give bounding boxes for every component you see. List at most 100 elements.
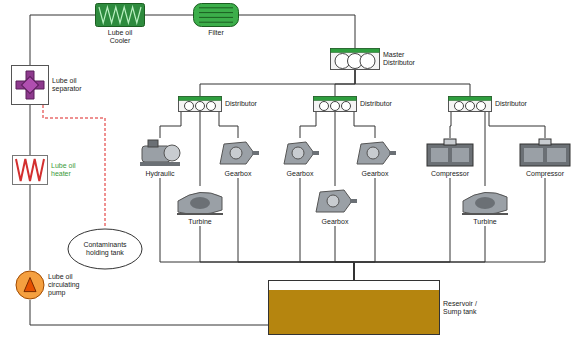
turb-icon	[460, 186, 510, 216]
dist-icon	[330, 48, 380, 70]
icon-part	[547, 148, 566, 162]
icon-part	[196, 102, 205, 111]
comp-icon	[518, 138, 572, 168]
oil-line	[335, 226, 354, 280]
gearbox-unit: Gearbox	[312, 186, 358, 226]
icon-part	[190, 197, 210, 209]
node-label: Filter	[208, 29, 224, 37]
node-label: Lube oil heater	[51, 162, 91, 178]
dist-icon	[178, 96, 222, 112]
node-label: Compressor	[431, 170, 469, 178]
icon-part	[449, 97, 492, 101]
heater-unit: Lube oil heater	[12, 155, 91, 185]
icon-part	[452, 148, 469, 162]
icon-part	[477, 102, 486, 111]
oil-line	[30, 300, 268, 325]
oil-line	[300, 112, 316, 138]
oil-line	[30, 185, 31, 270]
tank-icon	[268, 280, 440, 335]
icon-part	[320, 102, 329, 111]
icon-part	[520, 144, 570, 166]
icon-part	[269, 281, 440, 335]
icon-part	[331, 49, 380, 70]
oil-line	[30, 105, 31, 155]
icon-part	[357, 142, 391, 164]
gearbox-unit: Gearbox	[353, 138, 397, 178]
icon-part	[314, 97, 357, 101]
icon-part	[252, 151, 259, 155]
icon-part	[389, 151, 396, 155]
oil-line	[160, 178, 354, 280]
filter-icon	[193, 3, 239, 27]
icon-part	[148, 140, 158, 147]
node-label: Gearbox	[287, 170, 314, 178]
icon-part	[178, 192, 222, 214]
icon-part	[360, 54, 375, 69]
icon-part	[230, 147, 242, 159]
oil-line	[354, 178, 375, 280]
circulating-pump: Lube oil circulating pump	[15, 270, 96, 300]
icon-part	[177, 213, 223, 215]
compressor-unit: Compressor	[425, 138, 475, 178]
icon-part	[462, 213, 508, 215]
oil-line	[239, 15, 355, 48]
icon-part	[179, 97, 222, 101]
turbine-unit: Turbine	[175, 186, 225, 226]
comp-icon	[425, 138, 475, 168]
oil-line	[160, 112, 181, 138]
icon-part	[99, 7, 141, 23]
oil-line	[354, 178, 545, 280]
icon-part	[22, 77, 39, 94]
master-distributor: Master Distributor	[330, 48, 427, 70]
drain-line	[43, 105, 105, 228]
icon-part	[199, 7, 233, 8]
oil-line	[238, 178, 354, 280]
hyd-icon	[138, 138, 182, 168]
oil-line	[354, 112, 375, 138]
icon-part	[312, 151, 319, 155]
icon-part	[179, 97, 222, 112]
oil-line	[219, 112, 238, 138]
gear-icon	[353, 138, 397, 168]
icon-part	[16, 71, 44, 99]
icon-part	[455, 102, 464, 111]
icon-part	[140, 162, 180, 166]
icon-part	[220, 142, 254, 164]
icon-part	[194, 4, 239, 27]
cooler-icon	[95, 3, 145, 27]
node-label: Lube oil Cooler	[99, 29, 141, 45]
oil-line	[145, 15, 193, 16]
holding-tank-circle: Contaminants holding tank	[67, 228, 143, 270]
icon-part	[427, 144, 473, 166]
icon-part	[292, 147, 304, 159]
node-label: Gearbox	[322, 218, 349, 226]
icon-part	[284, 142, 314, 164]
icon-part	[466, 102, 475, 111]
icon-part	[539, 139, 551, 145]
node-label: Gearbox	[362, 170, 389, 178]
distributor-unit: Distributor	[313, 96, 392, 112]
oil-line	[200, 226, 354, 280]
oil-line	[335, 112, 336, 186]
icon-part	[331, 102, 340, 111]
icon-part	[12, 66, 49, 105]
icon-part	[199, 12, 233, 13]
icon-part	[342, 102, 351, 111]
icon-part	[524, 148, 543, 162]
icon-part	[199, 17, 233, 18]
pump-icon	[15, 270, 45, 300]
icon-part	[16, 159, 44, 181]
node-label: Lube oil circulating pump	[48, 273, 96, 297]
separator-unit: Lube oil separator	[11, 65, 92, 105]
oil-line	[335, 70, 355, 96]
oil-line	[200, 112, 201, 186]
icon-part	[475, 197, 495, 209]
icon-part	[164, 145, 180, 161]
icon-part	[13, 156, 48, 185]
node-label: Hydraulic	[145, 170, 174, 178]
turbine-unit: Turbine	[460, 186, 510, 226]
hydraulic-unit: Hydraulic	[138, 138, 182, 178]
oil-line	[355, 70, 470, 96]
turb-icon	[175, 186, 225, 216]
node-label: Turbine	[188, 218, 211, 226]
